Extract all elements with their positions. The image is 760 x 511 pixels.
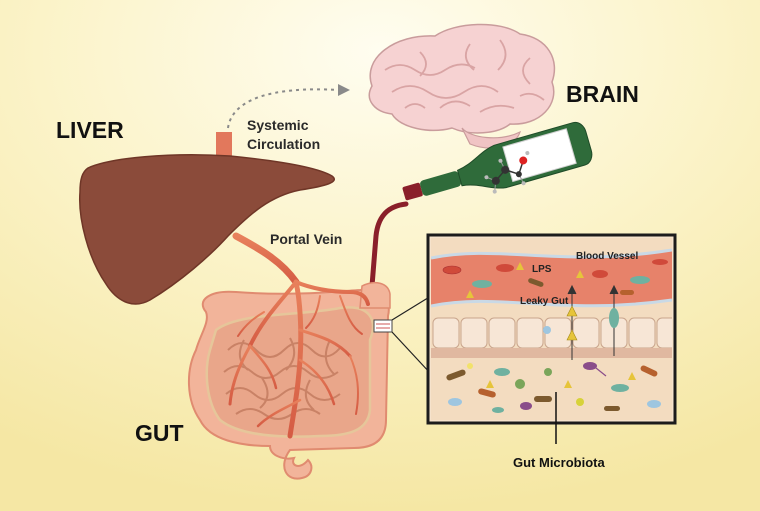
microbiota [446,362,661,413]
liver-icon [79,154,335,305]
circulation-arrow [227,84,350,129]
portal-vein-label: Portal Vein [270,231,342,247]
wine-stream [369,201,409,289]
epithelial-layer [432,317,672,349]
ethanol-molecule-icon [484,151,530,194]
blood-vessel-label: Blood Vessel [576,251,638,262]
gut-label: GUT [135,420,184,446]
systemic-circulation-label-line2: Circulation [247,136,320,152]
intestine-icon [187,281,391,480]
gut-microbiota-label: Gut Microbiota [513,455,605,470]
liver-label: LIVER [56,117,124,143]
leaky-gut-label: Leaky Gut [520,296,569,307]
brain-label: BRAIN [566,81,639,107]
hepatic-vein [216,132,232,160]
portal-vein-icon [228,232,370,439]
wine-bottle-icon [402,121,593,201]
systemic-circulation-label-line1: Systemic [247,117,309,133]
lps-label: LPS [532,264,552,275]
brain-icon [368,23,556,149]
inset-panel [426,233,677,425]
zoom-connector [373,295,432,375]
